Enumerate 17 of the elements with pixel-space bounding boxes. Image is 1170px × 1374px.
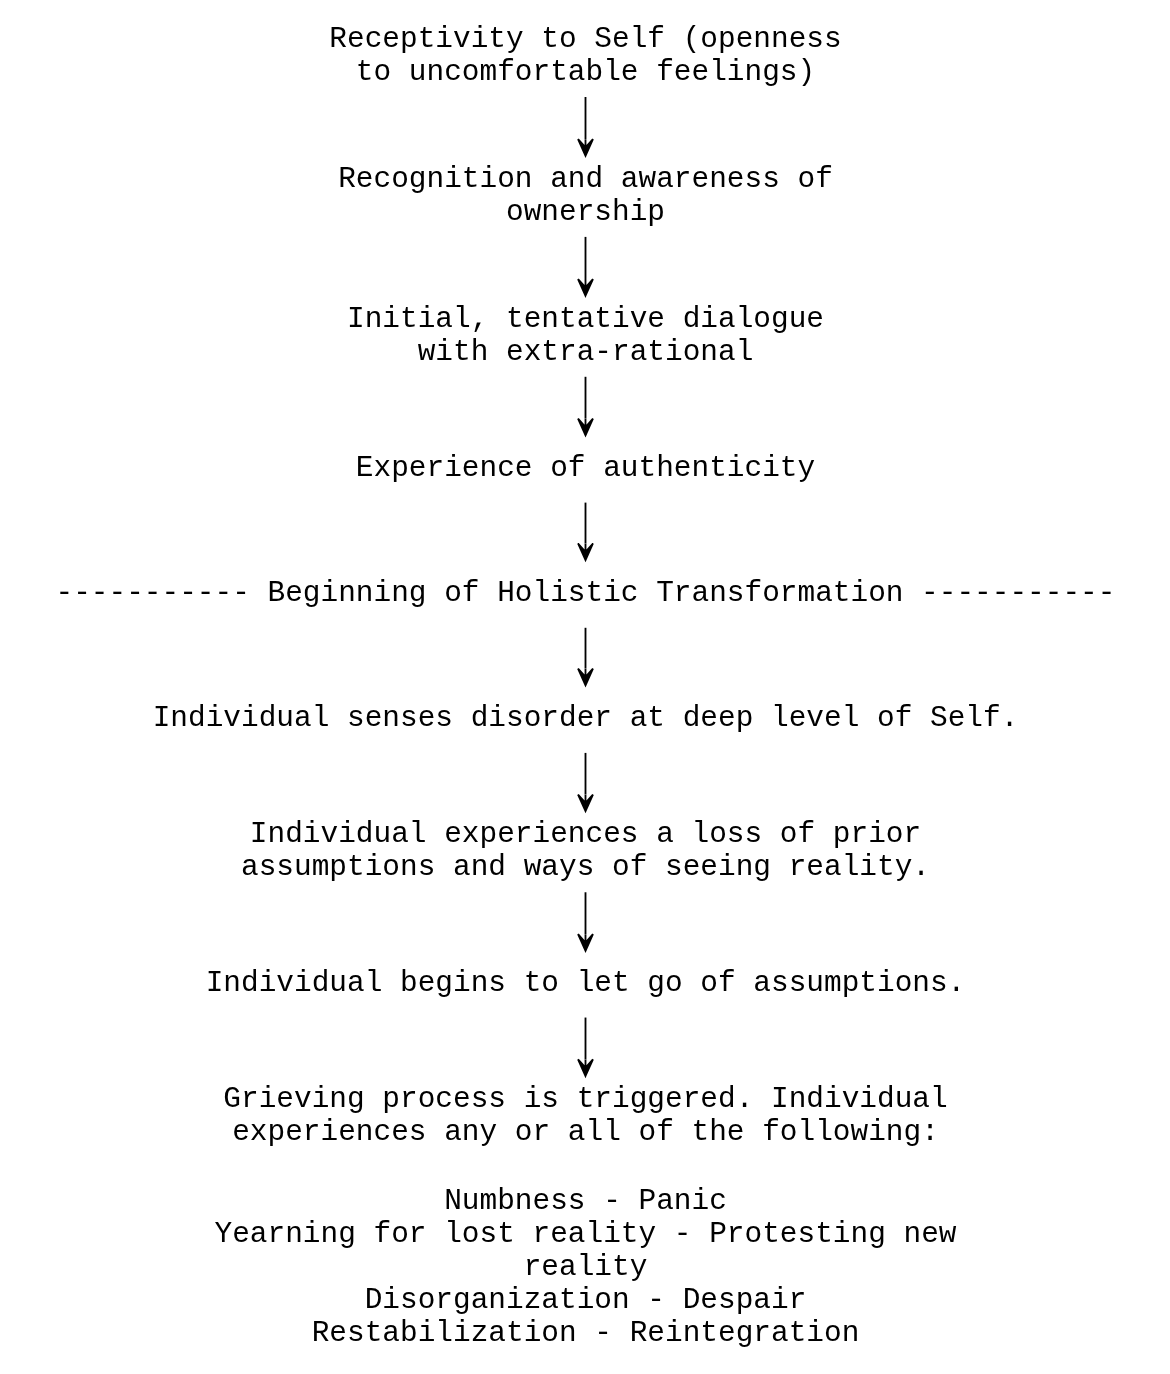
- arrow: [576, 96, 594, 157]
- node-text: Individual begins to let go of assumptions.: [205, 966, 965, 1001]
- node-text: Initial, tentative dialogue with extra-rational: [346, 301, 824, 369]
- node-text: Experience of authenticity: [355, 450, 815, 485]
- arrow: [576, 891, 594, 952]
- node-text: Individual senses disorder at deep level of Self.: [152, 701, 1018, 736]
- arrow: [576, 1016, 594, 1077]
- arrow: [576, 236, 594, 297]
- node-text: ----------- Beginning of Holistic Transformation -----------: [55, 576, 1115, 611]
- node-text: Recognition and awareness of ownership: [337, 161, 833, 229]
- arrow: [576, 375, 594, 437]
- arrow: [576, 501, 594, 561]
- arrow: [576, 626, 594, 687]
- node-text: Receptivity to Self (openness to uncomfortable feelings): [328, 21, 842, 90]
- node-text: Individual experiences a loss of prior assumptions and ways of seeing reality.: [240, 817, 930, 885]
- node-text: Grieving process is triggered. Individual experiences any or all of the following: Numbness - Panic Yearning for lost reality - Protesting new reality Disorganization - Despair Restabilization - Reintegration: [214, 1082, 956, 1351]
- arrow: [576, 752, 594, 812]
